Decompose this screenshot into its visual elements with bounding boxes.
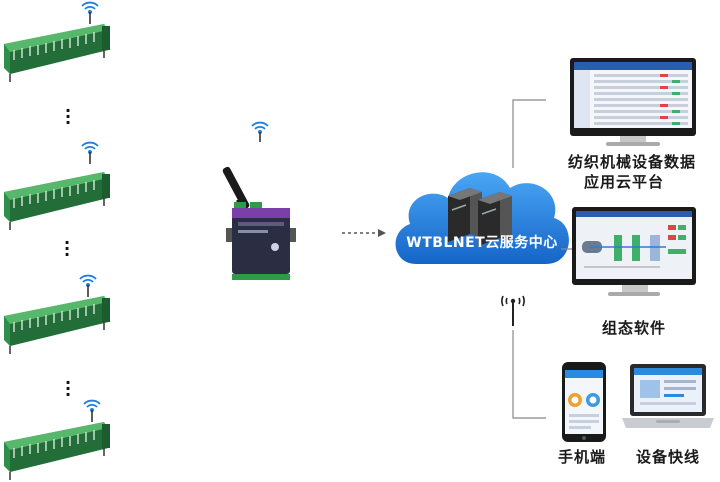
mobile-label: 手机端 <box>558 448 607 466</box>
cloud-icon <box>395 172 569 264</box>
server-icon <box>448 188 512 246</box>
ellipsis-dots: ··· <box>63 233 71 264</box>
platform-label-line1: 纺织机械设备数据 <box>568 153 697 171</box>
scada-monitor <box>572 207 696 296</box>
scada-label: 组态软件 <box>602 319 667 337</box>
cloud-service-label: WTBLNET云服务中心 <box>406 235 558 251</box>
gateway-device <box>222 121 296 280</box>
platform-monitor <box>570 58 696 146</box>
router-body <box>226 202 296 280</box>
antenna-tower-icon <box>501 295 525 326</box>
laptop <box>622 364 714 428</box>
mobile-phone <box>562 362 606 442</box>
wifi-icon <box>251 121 269 142</box>
platform-label-line2: 应用云平台 <box>584 173 665 191</box>
ellipsis-dots: ··· <box>64 101 72 132</box>
ellipsis-dots: ··· <box>64 373 72 404</box>
connection-arrow <box>342 229 386 237</box>
pc-client-label: 设备快线 <box>636 448 701 466</box>
